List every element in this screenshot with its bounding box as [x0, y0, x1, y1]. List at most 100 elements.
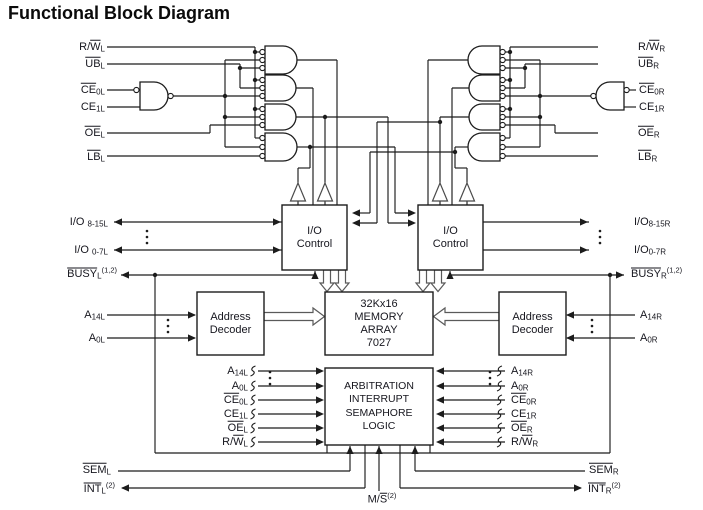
junction-dot: [507, 106, 513, 112]
label-part: 0R: [518, 383, 529, 393]
and-gates-left: [139, 45, 298, 162]
label-part: CE: [80, 100, 97, 113]
inverter-bubble: [259, 105, 266, 113]
ellipsis-dot: [590, 330, 594, 334]
arrowhead: [436, 438, 444, 446]
and-gate-icon: [264, 103, 297, 131]
and-gate-icon: [467, 45, 501, 75]
label-oer: OER: [638, 127, 660, 140]
label-busyl: BUSYL(1,2): [0, 266, 117, 281]
and-gate-icon: [468, 74, 501, 102]
label-part: 0R: [654, 87, 665, 97]
label-part: L: [100, 130, 105, 140]
and-gate-icon: [467, 132, 501, 162]
inverter-bubble: [499, 152, 506, 160]
inverter-bubble: [259, 56, 266, 64]
label-part: I/O: [74, 243, 92, 256]
label-part: 0-7L: [91, 247, 108, 257]
label-a14l: A14L: [0, 309, 105, 322]
label-ce1l: CE1L: [0, 101, 105, 114]
junction-dot: [452, 149, 458, 155]
junction-dot: [607, 272, 613, 278]
arrowhead: [446, 271, 454, 279]
arrowhead: [273, 218, 281, 226]
buffer-icon: [316, 181, 334, 202]
label-part: L: [243, 439, 248, 449]
junction-dot: [322, 114, 328, 120]
junction-dot: [237, 65, 243, 71]
inverter-bubble: [499, 64, 506, 72]
label-part: OE: [511, 421, 527, 434]
junction-dot: [222, 114, 228, 120]
junction-dot: [252, 77, 258, 83]
label-part: CE: [223, 407, 240, 420]
arrowhead: [436, 367, 444, 375]
inverter-bubble: [133, 86, 140, 94]
label-part: L: [97, 271, 102, 281]
label-part: A: [231, 379, 240, 392]
label-part: CE: [80, 83, 97, 96]
and-gate-icon: [264, 74, 297, 102]
arrowhead: [188, 334, 196, 342]
label-arb_ce1r: CE1R: [511, 408, 537, 421]
label-part: OE: [84, 126, 101, 139]
address-bus-arrow-left: [432, 306, 500, 327]
wire-lines: [107, 46, 636, 491]
label-part: R: [653, 61, 660, 71]
inverter-bubble: [499, 84, 506, 92]
arrowhead: [316, 438, 324, 446]
junction-dot: [507, 77, 513, 83]
label-part: A: [84, 308, 92, 321]
label-part: 0L: [239, 397, 248, 407]
inverter-bubble: [259, 64, 266, 72]
inverter-bubble: [259, 113, 266, 121]
inverter-bubble: [590, 92, 597, 100]
label-arb_ce1l: CE1L: [108, 408, 248, 421]
label-part: LB: [87, 150, 101, 163]
ellipsis-dot: [598, 241, 602, 245]
address-decoder-right-box: [498, 291, 567, 356]
label-part: R: [659, 44, 666, 54]
label-part: CE: [639, 83, 655, 96]
label-arb_a14r: A14R: [511, 365, 533, 378]
junction-dot: [252, 106, 258, 112]
arrowhead: [436, 424, 444, 432]
label-part: OE: [227, 421, 244, 434]
label-part: (2): [387, 490, 397, 500]
line-break-squiggle: [250, 394, 256, 406]
and-gate-icon: [468, 103, 501, 131]
label-part: 0L: [239, 383, 248, 393]
inverter-bubble: [259, 134, 266, 142]
arrowhead: [436, 396, 444, 404]
label-part: 1L: [239, 411, 248, 421]
arrowhead: [566, 311, 574, 319]
junction-dot: [507, 49, 513, 55]
label-part: 14R: [647, 312, 663, 322]
arrowhead: [316, 367, 324, 375]
label-a0l: A0L: [0, 332, 105, 345]
junction-dot: [222, 93, 228, 99]
buffer-icon: [458, 181, 476, 202]
label-part: S: [379, 493, 388, 506]
line-break-squiggle: [496, 408, 503, 420]
label-lbl: LBL: [0, 151, 105, 164]
label-semr: SEMR: [589, 464, 619, 477]
label-arb_a14l: A14L: [108, 365, 248, 378]
inverter-bubble: [259, 152, 266, 160]
label-io815r: I/O8-15R: [634, 216, 670, 229]
label-ce1r: CE1R: [639, 101, 665, 114]
ellipsis-dot: [598, 235, 602, 239]
ellipsis-dot: [268, 376, 272, 380]
label-part: I/O: [69, 215, 88, 228]
and-gate-icon: [264, 132, 298, 162]
label-arb_rwr: R/WR: [511, 436, 538, 449]
line-break-squiggle: [250, 408, 256, 420]
label-part: L: [100, 44, 105, 54]
label-part: L: [101, 486, 106, 496]
junction-dots-arrowheads-bubbles: [114, 48, 630, 492]
label-ce0l: CE0L: [0, 84, 105, 97]
label-part: R: [526, 425, 533, 435]
label-part: W: [90, 40, 101, 53]
bus-arrow-down: [429, 269, 447, 293]
